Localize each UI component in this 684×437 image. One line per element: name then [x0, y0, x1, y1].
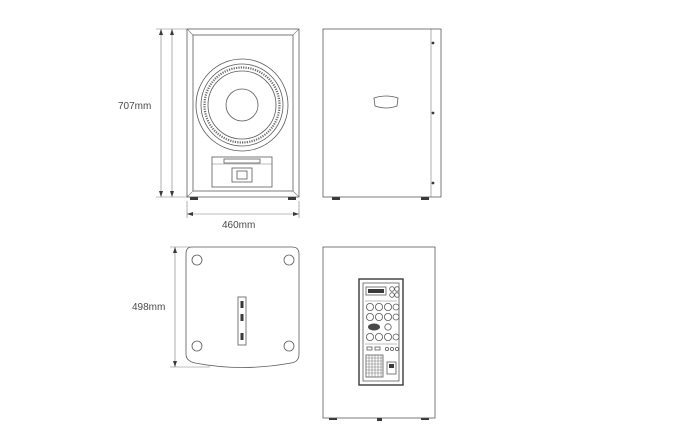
rigging-point-icon: [431, 181, 435, 185]
speaker-side-view: [322, 28, 442, 200]
rigging-point-icon: [283, 340, 295, 352]
foot-icon: [421, 418, 429, 420]
rigging-point-icon: [431, 111, 435, 115]
height-dimension-line: [156, 28, 190, 198]
height-dimension-label: 707mm: [118, 101, 152, 112]
horn-icon: [211, 156, 273, 188]
foot-icon: [329, 418, 337, 420]
pole-mount-icon: [237, 296, 247, 346]
foot-icon: [421, 197, 429, 200]
rigging-point-icon: [191, 340, 203, 352]
woofer-icon: [195, 58, 289, 152]
amplifier-panel-icon: [358, 278, 404, 386]
speaker-top-view: [185, 246, 300, 368]
depth-dimension-label: 498mm: [132, 302, 166, 313]
foot-icon: [288, 197, 296, 200]
width-dimension-label: 460mm: [222, 220, 256, 231]
logo-mark-icon: [377, 418, 382, 421]
speaker-front-view: [186, 28, 300, 200]
foot-icon: [190, 197, 198, 200]
rigging-point-icon: [283, 254, 295, 266]
rigging-point-icon: [431, 41, 435, 45]
handle-icon: [373, 95, 399, 109]
speaker-rear-view: [322, 246, 436, 421]
foot-icon: [332, 197, 340, 200]
depth-dimension-line: [170, 246, 210, 368]
width-dimension-line: [186, 201, 300, 218]
rigging-point-icon: [191, 254, 203, 266]
